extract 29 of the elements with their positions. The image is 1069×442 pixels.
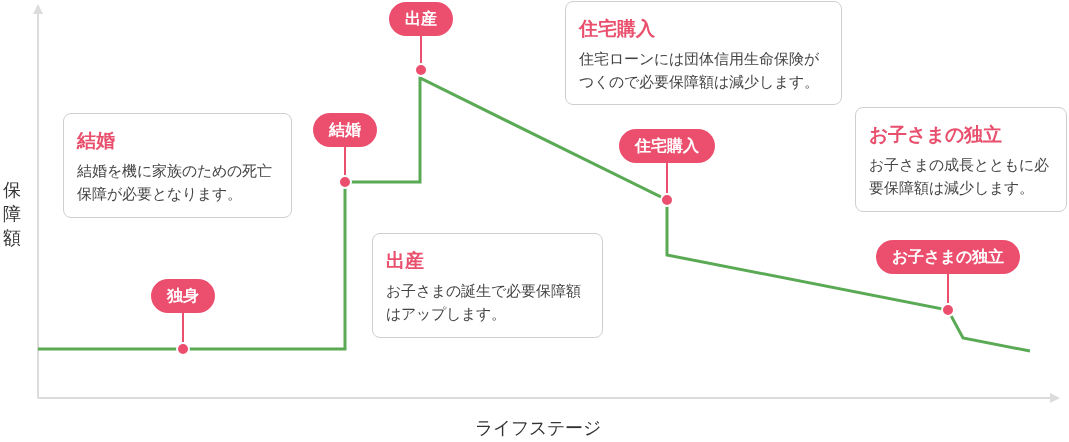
leader-line [344,146,346,176]
leader-line [182,312,184,343]
info-card [63,113,292,218]
axis-label: 保障額 [3,178,22,250]
point-marker [338,175,352,189]
card-heading: 出産 [386,248,424,272]
card-text: お子さまの成長とともに必要保障額は減少します。 [869,155,1050,199]
point-marker [414,63,428,77]
event-tag: 住宅購入 [619,129,715,163]
card-text: 結婚を機に家族のための死亡保障が必要となります。 [77,161,273,205]
event-tag: 出産 [389,2,453,36]
leader-line [947,273,949,304]
event-tag: お子さまの独立 [876,240,1020,274]
leader-line [420,35,422,64]
card-text: 住宅ローンには団体信用生命保険がつくので必要保障額は減少します。 [579,49,820,93]
info-card [372,233,603,338]
info-card [855,107,1067,212]
leader-line [666,162,668,194]
info-card [565,1,842,105]
event-tag: 結婚 [313,113,377,147]
card-heading: 住宅購入 [579,16,655,40]
point-marker [660,193,674,207]
point-marker [941,303,955,317]
card-heading: お子さまの独立 [869,122,1002,146]
card-heading: 結婚 [77,128,115,152]
axis-label: ライフステージ [475,416,601,440]
card-text: お子さまの誕生で必要保障額はアップします。 [386,281,582,325]
point-marker [176,342,190,356]
event-tag: 独身 [151,279,215,313]
